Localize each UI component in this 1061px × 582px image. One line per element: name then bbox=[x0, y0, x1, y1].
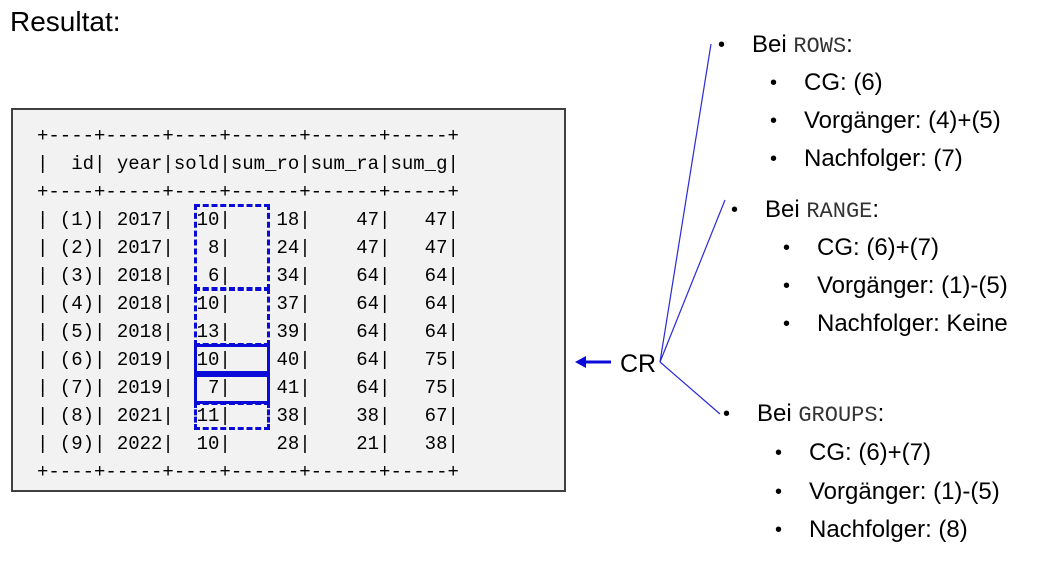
table-row: | (5)| 2018| 13| 39| 64| 64| bbox=[37, 321, 459, 343]
table-row: | (9)| 2022| 10| 28| 21| 38| bbox=[37, 433, 459, 455]
table-border-top: +----+-----+----+------+------+-----+ bbox=[37, 125, 459, 147]
bullet-icon: • bbox=[723, 403, 731, 425]
arrow-left-icon bbox=[575, 356, 611, 368]
bullet-icon: • bbox=[770, 148, 778, 170]
current-row-frame bbox=[194, 344, 270, 374]
table-row: | (1)| 2017| 10| 18| 47| 47| bbox=[37, 209, 459, 231]
bullet-icon: • bbox=[718, 34, 726, 56]
table-row: | (4)| 2018| 10| 37| 64| 64| bbox=[37, 293, 459, 315]
table-row: | (6)| 2019| 10| 40| 64| 75| bbox=[37, 349, 459, 371]
bullet-icon: • bbox=[783, 237, 791, 259]
bullet-icon: • bbox=[770, 110, 778, 132]
table-border-mid: +----+-----+----+------+------+-----+ bbox=[37, 181, 459, 203]
bullet-icon: • bbox=[770, 72, 778, 94]
bullet-icon: • bbox=[775, 519, 783, 541]
table-border-bottom: +----+-----+----+------+------+-----+ bbox=[37, 461, 459, 483]
table-row: | (7)| 2019| 7| 41| 64| 75| bbox=[37, 377, 459, 399]
bullet-icon: • bbox=[783, 313, 791, 335]
table-header: | id| year|sold|sum_ro|sum_ra|sum_g| bbox=[37, 153, 459, 175]
result-table: +----+-----+----+------+------+-----+ | … bbox=[11, 108, 566, 492]
bullet-icon: • bbox=[731, 199, 739, 221]
table-row: | (8)| 2021| 11| 38| 38| 67| bbox=[37, 405, 459, 427]
bullet-icon: • bbox=[775, 442, 783, 464]
page-title: Resultat: bbox=[10, 6, 121, 37]
bullet-icon: • bbox=[775, 481, 783, 503]
bullet-icon: • bbox=[783, 275, 791, 297]
following-frame-groups bbox=[194, 402, 270, 430]
table-row: | (3)| 2018| 6| 34| 64| 64| bbox=[37, 265, 459, 287]
table-row: | (2)| 2017| 8| 24| 47| 47| bbox=[37, 237, 459, 259]
current-row-label: CR bbox=[620, 350, 657, 378]
